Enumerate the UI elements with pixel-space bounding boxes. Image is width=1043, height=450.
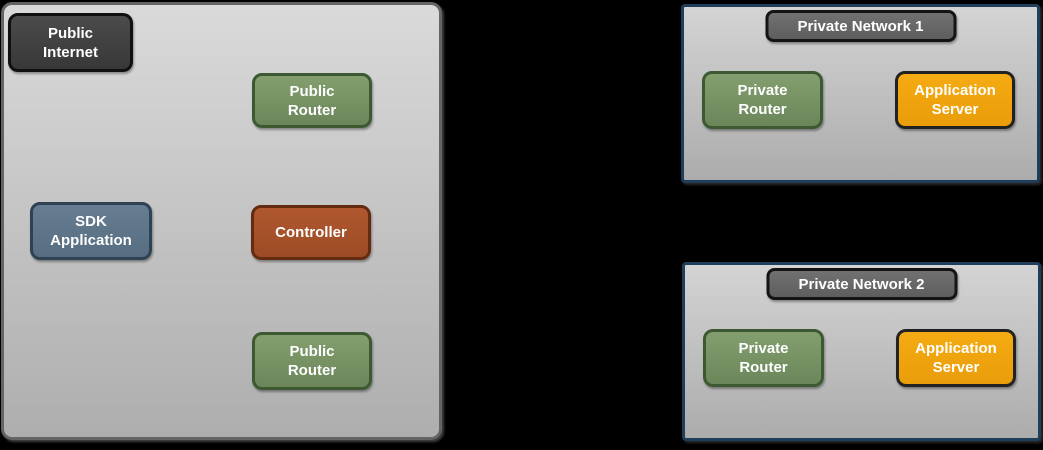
node-public-internet: Public Internet xyxy=(8,13,133,72)
private-network-1-title: Private Network 1 xyxy=(765,10,956,42)
node-application-server-1: Application Server xyxy=(895,71,1015,129)
private-network-2-title: Private Network 2 xyxy=(766,268,957,300)
node-application-server-2: Application Server xyxy=(896,329,1016,387)
node-sdk-application: SDK Application xyxy=(30,202,152,260)
node-public-router-bottom: Public Router xyxy=(252,332,372,390)
node-private-router-1: Private Router xyxy=(702,71,823,129)
node-controller: Controller xyxy=(251,205,371,260)
private-network-1-container: Private Network 1 Private Router Applica… xyxy=(681,4,1040,183)
private-network-2-container: Private Network 2 Private Router Applica… xyxy=(682,262,1041,441)
public-zone-container: Public Internet Public Router SDK Applic… xyxy=(1,2,442,440)
node-public-router-top: Public Router xyxy=(252,73,372,128)
node-private-router-2: Private Router xyxy=(703,329,824,387)
